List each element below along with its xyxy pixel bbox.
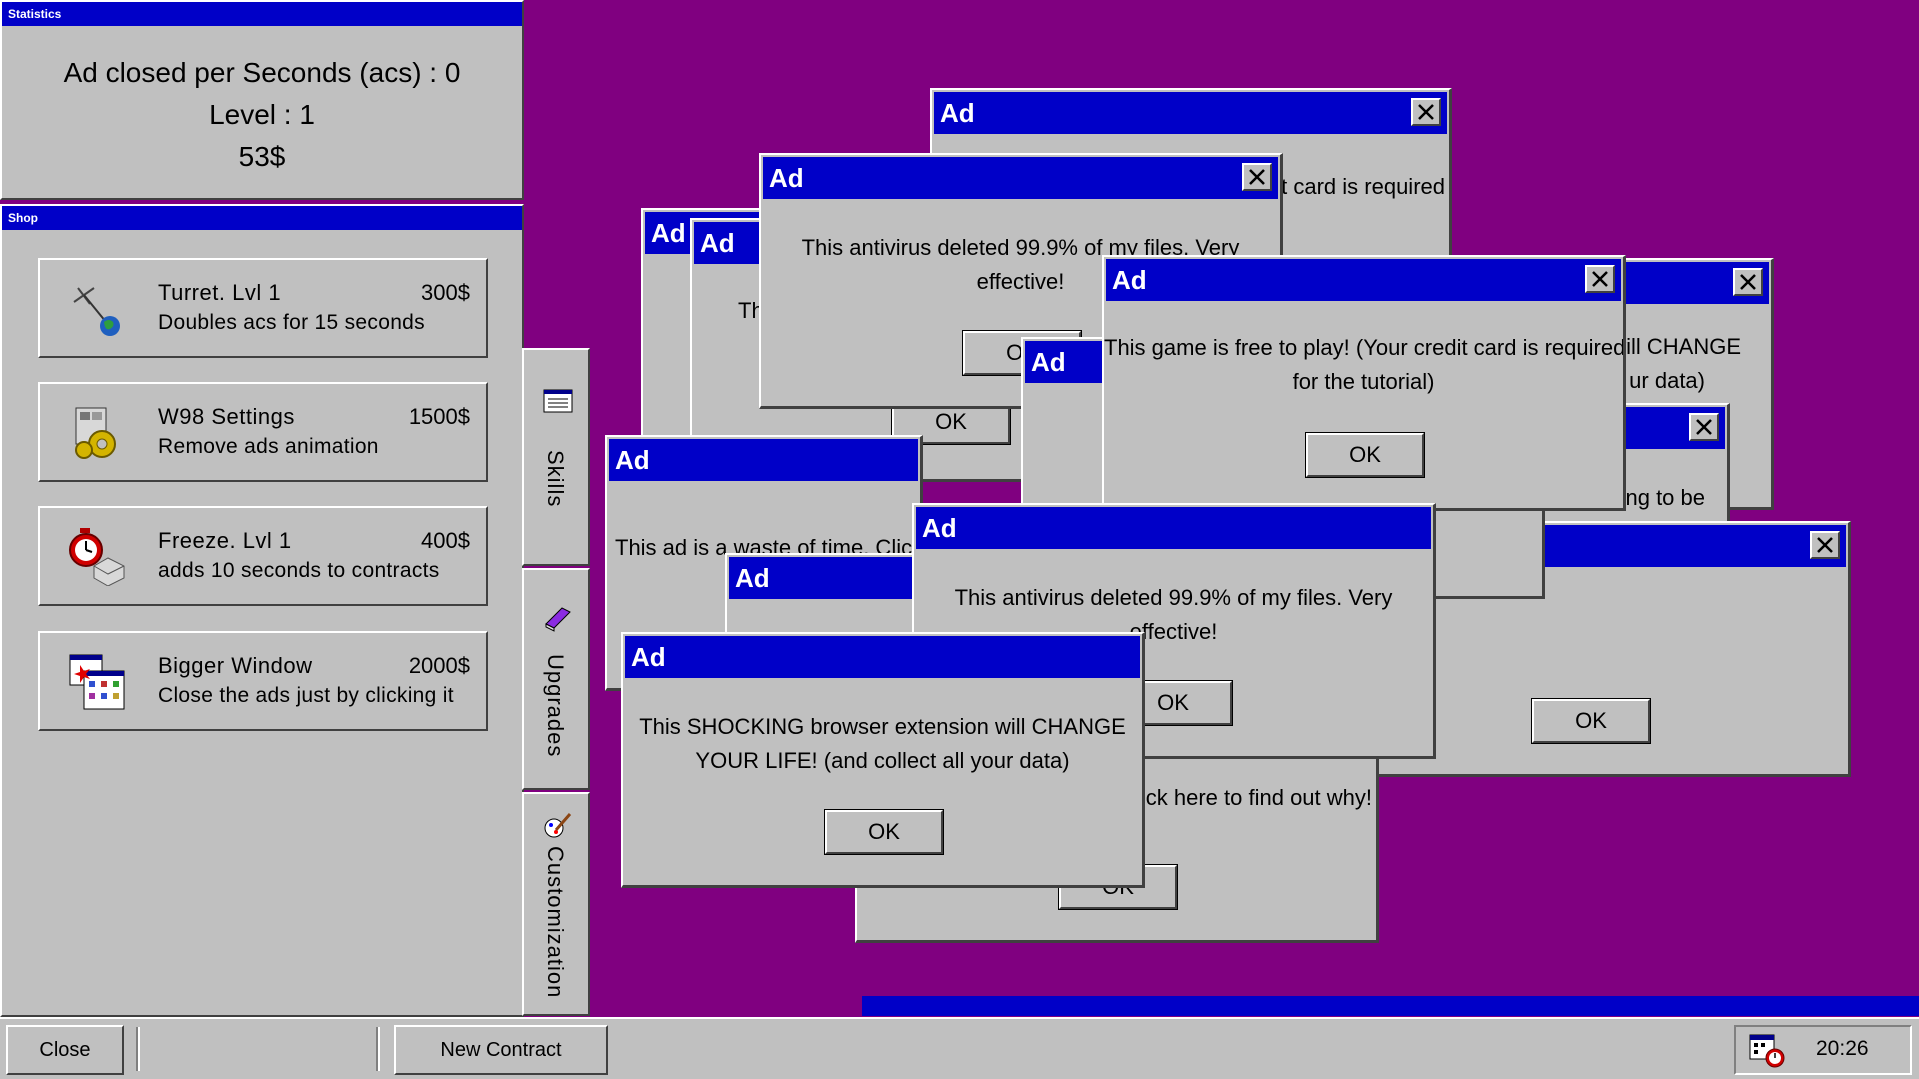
- windows-grid-icon: [69, 654, 125, 710]
- ad-message: ng to be: [1625, 485, 1705, 510]
- ad-title: Ad: [615, 445, 650, 475]
- close-icon: [1740, 274, 1756, 290]
- tab-upgrades[interactable]: Upgrades: [522, 568, 590, 790]
- ad-title: Ad: [940, 98, 975, 128]
- shop-item-desc: adds 10 seconds to contracts: [158, 559, 440, 582]
- close-x-button[interactable]: [1242, 163, 1272, 191]
- shop-item-price: 2000$: [408, 653, 470, 678]
- tab-label: Upgrades: [543, 654, 568, 758]
- ad-title: Ad: [735, 563, 770, 593]
- ok-button[interactable]: OK: [1305, 432, 1425, 478]
- ad-title: Ad: [769, 163, 804, 193]
- ad-titlebar: Ad: [625, 636, 1140, 678]
- ad-message: effective!: [976, 269, 1065, 294]
- shop-item-price: 300$: [421, 280, 470, 305]
- stopwatch-icon: [69, 528, 125, 586]
- ad-message: This antivirus deleted 99.9% of my files…: [954, 585, 1393, 610]
- ad-titlebar: Ad: [729, 557, 936, 599]
- tab-skills[interactable]: Skills: [522, 348, 590, 566]
- ad-title: Ad: [1112, 265, 1147, 295]
- ad-titlebar: Ad: [609, 439, 918, 481]
- money-readout: 53$: [238, 141, 286, 172]
- ad-message: will CHANGE: [1610, 334, 1741, 359]
- ad-message: YOUR LIFE! (and collect all your data): [695, 748, 1070, 773]
- close-x-button[interactable]: [1411, 98, 1441, 126]
- level-readout: Level : 1: [209, 99, 315, 130]
- ad-message: This SHOCKING browser extension will CHA…: [639, 714, 1126, 739]
- close-icon: [1592, 271, 1608, 287]
- ad-title: Ad: [700, 228, 735, 258]
- close-icon: [1696, 419, 1712, 435]
- shop-item-desc: Doubles acs for 15 seconds: [158, 311, 425, 334]
- statistics-title: Statistics: [2, 2, 522, 26]
- brush-icon: [544, 813, 572, 838]
- tab-label: Customization: [543, 846, 568, 999]
- ad-titlebar: Ad: [934, 92, 1447, 134]
- shop-item-desc: Remove ads animation: [158, 435, 379, 458]
- new-contract-button[interactable]: New Contract: [394, 1025, 608, 1075]
- acs-readout: Ad closed per Seconds (acs) : 0: [63, 57, 461, 88]
- close-x-button[interactable]: [1733, 268, 1763, 296]
- ad-window[interactable]: Ad This game is free to play! (Your cred…: [1102, 255, 1626, 511]
- ad-titlebar: Ad: [916, 507, 1431, 549]
- shop-item-price: 400$: [421, 528, 470, 553]
- ad-title: Ad: [1031, 347, 1066, 377]
- shop-item-name: W98 Settings: [158, 404, 295, 429]
- ad-title: Ad: [922, 513, 957, 543]
- ad-titlebar: Ad: [763, 157, 1278, 199]
- tab-customization[interactable]: Customization: [522, 792, 590, 1016]
- shop-item-w98-settings[interactable]: W98 Settings 1500$ Remove ads animation: [38, 382, 488, 482]
- shop-item-name: Turret. Lvl 1: [158, 280, 282, 305]
- clock: 20:26: [1816, 1037, 1869, 1060]
- tab-label: Skills: [543, 450, 568, 508]
- blue-bar: [862, 996, 1919, 1016]
- close-x-button[interactable]: [1689, 413, 1719, 441]
- ad-message: ck here to find out why!: [1145, 785, 1372, 810]
- ad-title: Ad: [631, 642, 666, 672]
- book-icon: [545, 607, 571, 632]
- ad-message: ur data): [1629, 368, 1705, 393]
- close-x-button[interactable]: [1810, 531, 1840, 559]
- shop-item-turret[interactable]: Turret. Lvl 1 300$ Doubles acs for 15 se…: [38, 258, 488, 358]
- settings-gear-icon: [75, 407, 116, 459]
- close-button[interactable]: Close: [6, 1025, 124, 1075]
- ad-message: for the tutorial): [1292, 369, 1435, 394]
- taskbar: Close New Contract 20:26: [0, 1017, 1919, 1079]
- ok-button[interactable]: OK: [824, 809, 944, 855]
- taskbar-separator: [376, 1027, 380, 1071]
- ad-titlebar: Ad: [1106, 259, 1621, 301]
- list-icon: [543, 389, 573, 413]
- ad-message: it card is required: [1276, 174, 1445, 199]
- statistics-panel: Statistics Ad closed per Seconds (acs) :…: [0, 0, 524, 200]
- close-x-button[interactable]: [1585, 265, 1615, 293]
- turret-globe-icon: [73, 287, 120, 336]
- close-icon: [1418, 104, 1434, 120]
- shop-panel: Shop Turret. Lvl 1 300$ Doubles acs for …: [0, 204, 524, 1017]
- close-icon: [1817, 537, 1833, 553]
- shop-item-freeze[interactable]: Freeze. Lvl 1 400$ adds 10 seconds to co…: [38, 506, 488, 606]
- close-icon: [1249, 169, 1265, 185]
- taskbar-separator: [136, 1027, 140, 1071]
- scheduler-icon[interactable]: [1748, 1031, 1786, 1069]
- ok-button[interactable]: OK: [1531, 698, 1651, 744]
- ad-title: Ad: [651, 218, 686, 248]
- ad-window[interactable]: Ad This SHOCKING browser extension will …: [621, 632, 1145, 888]
- shop-item-name: Bigger Window: [158, 653, 313, 678]
- ad-message: This game is free to play! (Your credit …: [1104, 335, 1626, 360]
- system-tray: 20:26: [1734, 1025, 1912, 1075]
- shop-item-name: Freeze. Lvl 1: [158, 528, 292, 553]
- shop-item-desc: Close the ads just by clicking it: [158, 684, 454, 707]
- shop-item-price: 1500$: [408, 404, 470, 429]
- shop-item-bigger-window[interactable]: Bigger Window 2000$ Close the ads just b…: [38, 631, 488, 731]
- shop-title: Shop: [2, 206, 522, 230]
